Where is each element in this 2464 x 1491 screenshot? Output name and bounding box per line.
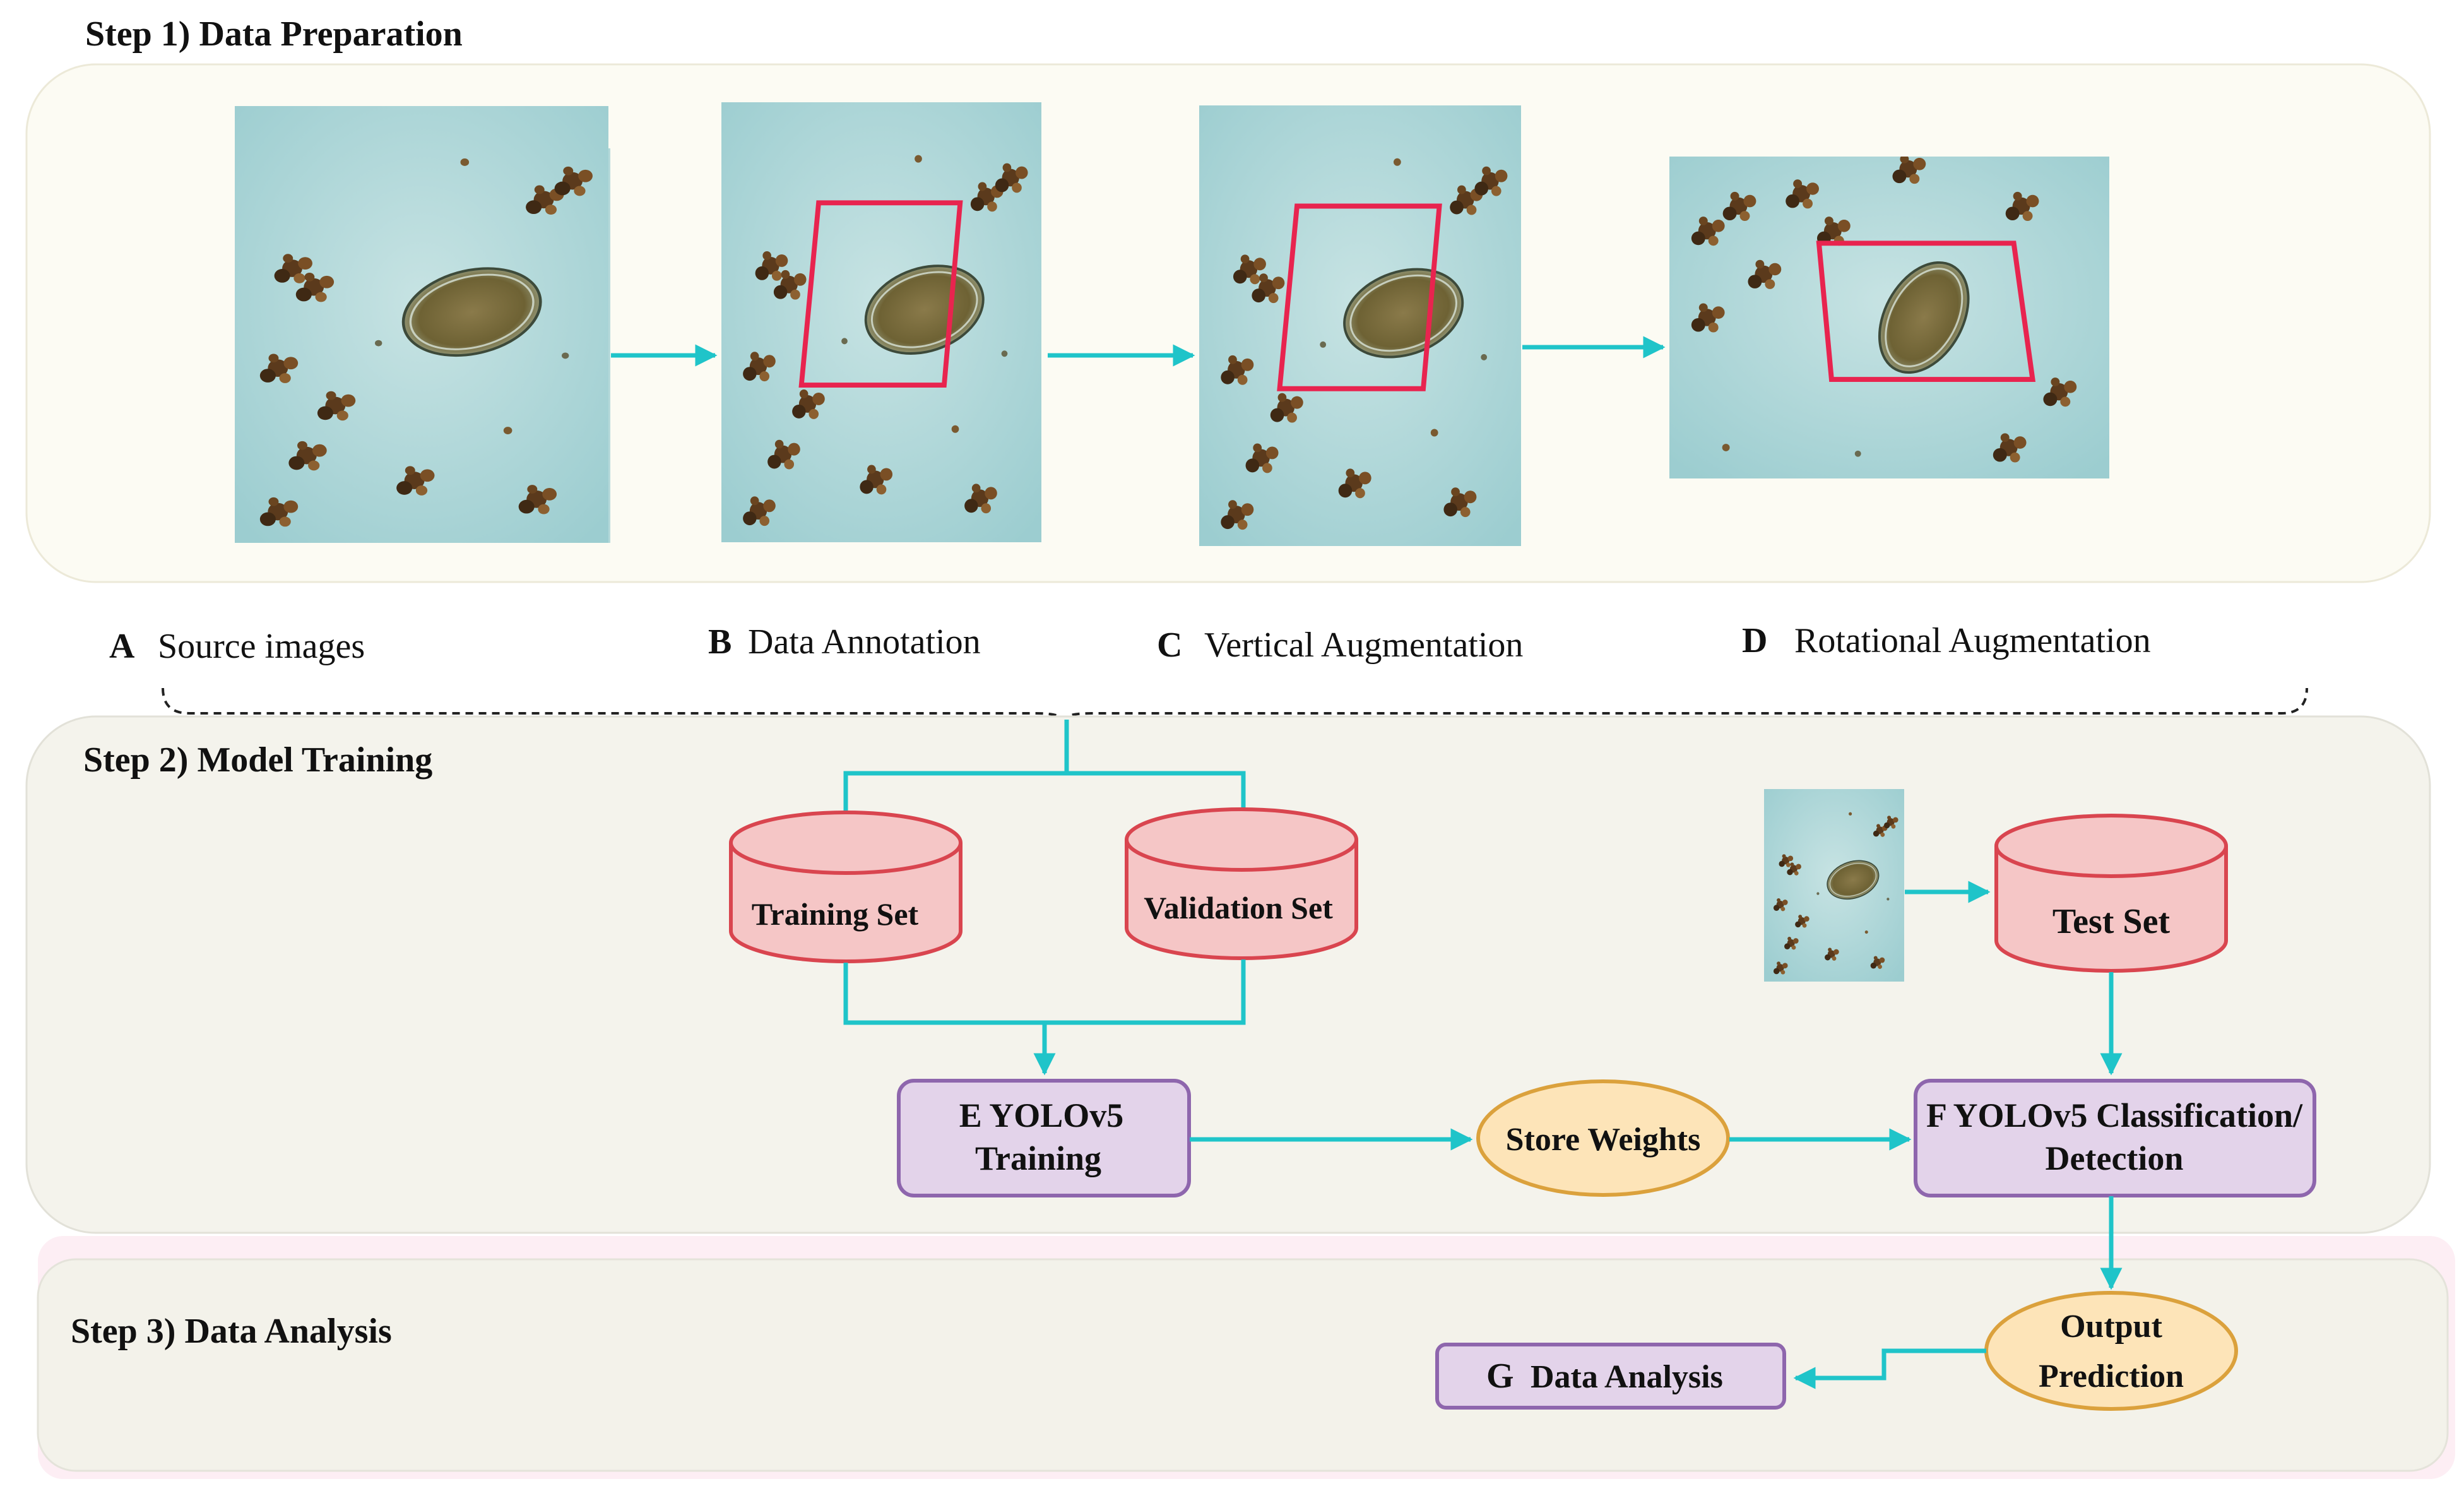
bounding-box (798, 200, 963, 388)
yolov5-detection-line2: Detection (2046, 1139, 2184, 1177)
label-a-text: Source images (158, 627, 365, 666)
test-image-thumbnail (1764, 789, 1904, 982)
yolov5-detection-box: F YOLOv5 Classification/ Detection (1914, 1079, 2316, 1197)
label-d-letter: D (1742, 621, 1767, 660)
yolov5-training-box: E YOLOv5 Training (897, 1079, 1191, 1197)
label-b-text: Data Annotation (748, 622, 981, 662)
bounding-box (1816, 241, 2036, 382)
output-prediction-node: Output Prediction (1984, 1291, 2238, 1411)
store-weights-label: Store Weights (1506, 1122, 1701, 1158)
bounding-box (1277, 203, 1442, 391)
rotational-augmentation-image (1669, 157, 2109, 478)
arrow-output-to-analysis (1793, 1348, 1986, 1389)
store-weights-node: Store Weights (1476, 1079, 1730, 1197)
test-set-label: Test Set (2052, 902, 2171, 941)
label-a-letter: A (109, 627, 135, 666)
label-a: A Source images (109, 627, 365, 666)
data-analysis-text: Data Analysis (1531, 1359, 1723, 1395)
label-b: B Data Annotation (708, 622, 981, 662)
test-set-cylinder: Test Set (1994, 814, 2228, 973)
yolov5-training-line2: Training (975, 1139, 1101, 1177)
merge-connector (843, 959, 1246, 1073)
vertical-augmentation-image (1199, 105, 1521, 546)
source-images-stack (235, 106, 610, 543)
step3-title: Step 3) Data Analysis (71, 1312, 392, 1351)
label-c-letter: C (1157, 626, 1182, 665)
validation-set-label: Validation Set (1144, 890, 1333, 925)
data-analysis-letter: G (1486, 1357, 1514, 1396)
data-analysis-box: G Data Analysis (1435, 1343, 1786, 1410)
validation-set-cylinder: Validation Set (1125, 807, 1358, 960)
label-d-text: Rotational Augmentation (1794, 621, 2151, 660)
step2-title: Step 2) Model Training (83, 740, 432, 780)
yolov5-training-line1: E YOLOv5 (959, 1096, 1124, 1134)
step1-title: Step 1) Data Preparation (85, 15, 463, 54)
output-prediction-line1: Output (2060, 1309, 2163, 1345)
label-b-letter: B (708, 622, 732, 662)
step3-panel (37, 1258, 2449, 1472)
label-c-text: Vertical Augmentation (1204, 626, 1523, 665)
split-connector (843, 720, 1246, 814)
output-prediction-line2: Prediction (2039, 1358, 2184, 1394)
label-d: D Rotational Augmentation (1742, 621, 2151, 660)
dataset-brace (162, 687, 2308, 723)
training-set-label: Training Set (752, 896, 919, 932)
annotated-image (721, 102, 1041, 542)
yolov5-detection-line1: F YOLOv5 Classification/ (1926, 1096, 2303, 1134)
training-set-cylinder: Training Set (729, 811, 962, 963)
label-c: C Vertical Augmentation (1157, 626, 1523, 665)
